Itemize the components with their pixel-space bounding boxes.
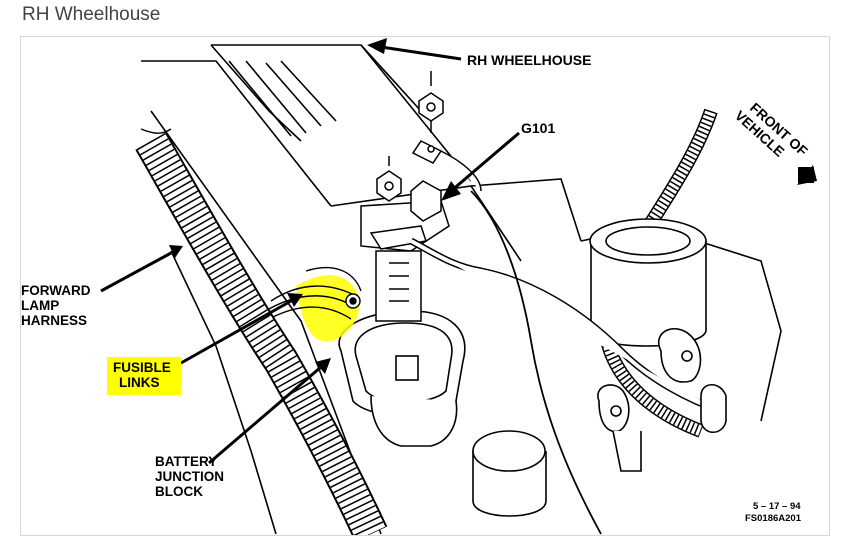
label-battery-line3: BLOCK xyxy=(155,484,203,499)
label-g101: G101 xyxy=(521,120,555,136)
fusible-label-highlight xyxy=(107,357,181,395)
wiring-diagram-frame: RH WHEELHOUSE G101 FRONT OF VEHICLE FORW… xyxy=(20,36,830,536)
label-fusible-line1: FUSIBLE xyxy=(113,360,171,375)
label-battery-line1: BATTERY xyxy=(155,454,217,469)
label-rh-wheelhouse: RH WHEELHOUSE xyxy=(467,52,591,68)
round-cap xyxy=(472,430,547,517)
label-forward-lamp-line3: HARNESS xyxy=(21,313,87,328)
page-title: RH Wheelhouse xyxy=(22,4,161,25)
relay-bracket xyxy=(360,200,450,322)
label-figure-code: FS0186A201 xyxy=(745,513,802,524)
label-battery-line2: JUNCTION xyxy=(155,469,224,484)
forward-lamp-harness xyxy=(135,128,388,535)
fusible-links-wires xyxy=(268,267,362,320)
battery-junction-block xyxy=(338,310,466,447)
cylindrical-component xyxy=(589,218,707,347)
label-forward-lamp-line2: LAMP xyxy=(21,298,59,313)
label-date-code: 5 – 17 – 94 xyxy=(753,501,801,512)
ring-terminals xyxy=(597,327,727,472)
label-forward-lamp-line1: FORWARD xyxy=(21,283,91,298)
callout-arrows xyxy=(100,38,817,465)
wiring-diagram: RH WHEELHOUSE G101 FRONT OF VEHICLE FORW… xyxy=(21,38,817,535)
ground-bolt-assembly xyxy=(369,71,723,535)
label-fusible-line2: LINKS xyxy=(119,375,160,390)
